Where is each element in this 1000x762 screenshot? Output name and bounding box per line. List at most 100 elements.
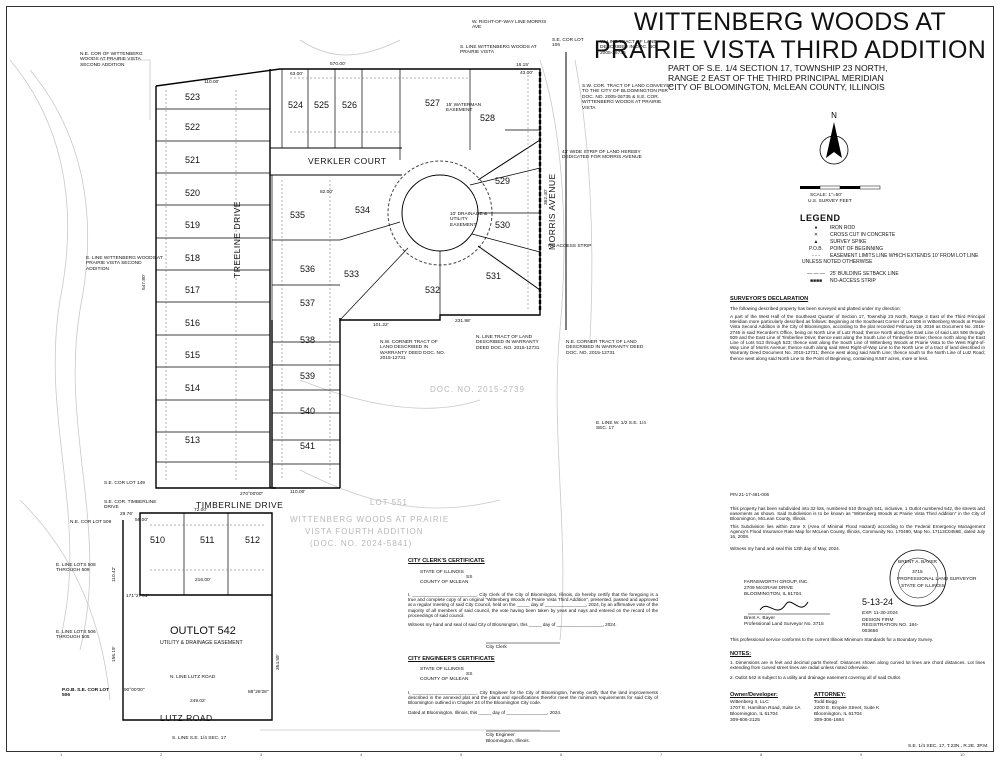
footer-col-4: 4	[360, 752, 363, 757]
dim-101: 101.22'	[373, 323, 389, 328]
lot-517: 517	[185, 285, 201, 295]
lot-515: 515	[185, 350, 201, 360]
ghost-lot-551: LOT 551	[370, 498, 408, 507]
dim-362: 362.40'	[544, 189, 549, 205]
dim-249: 249.02'	[190, 699, 206, 704]
dim-547: 547.80'	[142, 274, 147, 290]
setback-lines-left	[165, 90, 237, 480]
callout-eline: E. LINE WITTENBERG WOODS AT PRAIRIE VIST…	[86, 256, 163, 272]
scale-bar	[800, 185, 881, 190]
signature-icon	[759, 601, 809, 611]
dim-354: 354.59'	[276, 654, 281, 670]
clerk-body: I, _________________________, City Clerk…	[408, 592, 658, 618]
dim-56: 56.00'	[135, 518, 148, 523]
surveyor-pin: PIN 21-17-481-006	[730, 492, 770, 497]
firm-line-1: FARNSWORTH GROUP, INC.	[744, 580, 809, 585]
lot-512: 512	[245, 535, 261, 545]
owner-line-1: Wittenberg II, LLC	[730, 700, 769, 705]
subtitle-line-1: PART OF S.E. 1/4 SECTION 17, TOWNSHIP 23…	[668, 63, 888, 73]
legend-item-iron-rod: ●IRON ROD	[802, 225, 855, 232]
clerk-witness: Witness my hand and seal of said City of…	[408, 622, 617, 627]
dim-216: 216.00'	[195, 578, 211, 583]
callout-secor-timber: S.E. COR. TIMBERLINE DRIVE	[104, 500, 157, 511]
engineer-dated: Dated at Bloomington, Illinois, this ___…	[408, 710, 562, 715]
legend-symbol: ✕	[813, 232, 819, 238]
dim-2976: 29.76'	[120, 512, 133, 517]
lot-530: 530	[495, 220, 511, 230]
street-treeline-drive: TREELINE DRIVE	[232, 201, 242, 278]
engineer-ss: SS	[466, 672, 473, 677]
adjacent-linework	[9, 39, 593, 731]
lot-526: 526	[342, 100, 358, 110]
street-verkler-court: VERKLER COURT	[308, 156, 387, 166]
lot-522: 522	[185, 122, 201, 132]
callout-pob: P.O.B. S.E. COR LOT 506	[62, 688, 110, 699]
seal-text-state: STATE OF ILLINOIS	[901, 584, 945, 589]
surveyor-description: A part of the West Half of the Southeast…	[730, 314, 985, 361]
attorney-line-3: Bloomington, IL 61704	[814, 712, 862, 717]
lot-525: 525	[314, 100, 330, 110]
lot-538: 538	[300, 335, 316, 345]
lot-531: 531	[486, 271, 502, 281]
callout-wrow: W. RIGHT-OF-WAY LINE MORRIS AVE	[472, 20, 547, 31]
ghost-text-5: DOC. NO. 2015-2739	[430, 385, 525, 394]
legend-symbol: — — —	[807, 271, 825, 277]
callout-sline: S. LINE WITTENBERG WOODS AT PRAIRIE VIST…	[460, 45, 537, 56]
firm-line-3: BLOOMINGTON, IL 61704	[744, 592, 802, 597]
surveyor-flood: This Subdivision lies within Zone X (Are…	[730, 524, 985, 540]
attorney-line-4: 309-306-1684	[814, 718, 844, 723]
dim-8828: 88°28'28"	[248, 690, 269, 695]
legend-item-easement: - - -EASEMENT LIMITS LINE WHICH EXTENDS …	[802, 253, 979, 265]
footer-col-5: 5	[460, 752, 463, 757]
surveyor-date: 5-13-24	[862, 597, 894, 607]
callout-nline: N. LINE TRACT OF LAND DESCRIBED IN WARRA…	[476, 335, 540, 351]
callout-eline-half: E. LINE W. 1/2 S.E. 1/4 SEC. 17	[596, 421, 646, 432]
street-lutz-road: LUTZ ROAD	[160, 713, 213, 723]
owner-heading: Owner/Developer:	[730, 692, 778, 698]
callout-strip43: 43' WIDE STRIP OF LAND HEREBY DEDICATED …	[562, 150, 642, 161]
lot-lines-left	[156, 108, 270, 463]
subtitle-line-3: CITY OF BLOOMINGTON, McLEAN COUNTY, ILLI…	[668, 82, 885, 93]
surveyor-title: Professional Land Surveyor No. 3715	[744, 622, 824, 627]
engineer-sign-2: Bloomington, Illinois	[486, 739, 529, 744]
lot-513: 513	[185, 435, 201, 445]
outlot-542-desc: UTILITY & DRAINAGE EASEMENT	[160, 640, 243, 646]
dim-1615: 16.15'	[516, 63, 529, 68]
ghost-text-2: WITTENBERG WOODS AT PRAIRIE	[290, 515, 450, 524]
surveyor-witness: Witness my hand and seal this 13th day o…	[730, 546, 840, 551]
street-morris-avenue: MORRIS AVENUE	[547, 173, 557, 250]
firm-line-2: 2709 McGRAW DRIVE	[744, 586, 794, 591]
clerk-state: STATE OF ILLINOIS	[420, 570, 464, 575]
lot-527: 527	[425, 98, 441, 108]
owner-line-3: Bloomington, IL 61704	[730, 712, 778, 717]
dim-6300: 63.00'	[290, 72, 303, 77]
legend-symbol: ▲	[813, 239, 819, 245]
footer-right: S.E. 1/4 SEC. 17, T.23N., R.2E. 3P.M.	[908, 744, 989, 749]
clerk-sign: City Clerk	[486, 645, 507, 650]
lot-516: 516	[185, 318, 201, 328]
footer-col-6: 6	[560, 752, 563, 757]
footer-col-7: 7	[660, 752, 663, 757]
callout-necor-tract: N.E. CORNER TRACT OF LAND DESCRIBED IN W…	[566, 340, 644, 356]
lot-523: 523	[185, 92, 201, 102]
dim-43: 43.00'	[520, 71, 533, 76]
dim-11042: 110.42'	[112, 566, 117, 582]
lot-520: 520	[185, 188, 201, 198]
certificate-lines	[486, 642, 560, 732]
note-1: 1. Dimensions are in feet and decimal pa…	[730, 660, 985, 671]
dim-north-570: 570.00'	[330, 62, 346, 67]
callout-sline-sec: S. LINE S.E. 1/4 SEC. 17	[172, 736, 227, 741]
callout-secor149: S.E. COR LOT 149	[104, 481, 145, 486]
callout-easement-dr: 10' DRAINAGE & UTILITY EASEMENT	[450, 212, 488, 228]
svg-text:N: N	[831, 111, 837, 120]
surveyor-intro: The following described property has bee…	[730, 306, 901, 311]
surveyor-subdivided: This property has been subdivided into 3…	[730, 506, 985, 522]
scale-text: SCALE: 1"=50'	[810, 193, 842, 198]
callout-eline508: E. LINE LOTS 508 THROUGH 509	[56, 563, 96, 574]
plat-title: WITTENBERG WOODS AT PRAIRIE VISTA THIRD …	[593, 8, 987, 64]
lot-514: 514	[185, 383, 201, 393]
callout-nwcor: N.W. CORNER TRACT OF LAND DESCRIBED IN W…	[380, 340, 446, 362]
lot-524: 524	[288, 100, 304, 110]
footer-col-1: 1	[60, 752, 63, 757]
lot-lines-top	[281, 69, 540, 160]
